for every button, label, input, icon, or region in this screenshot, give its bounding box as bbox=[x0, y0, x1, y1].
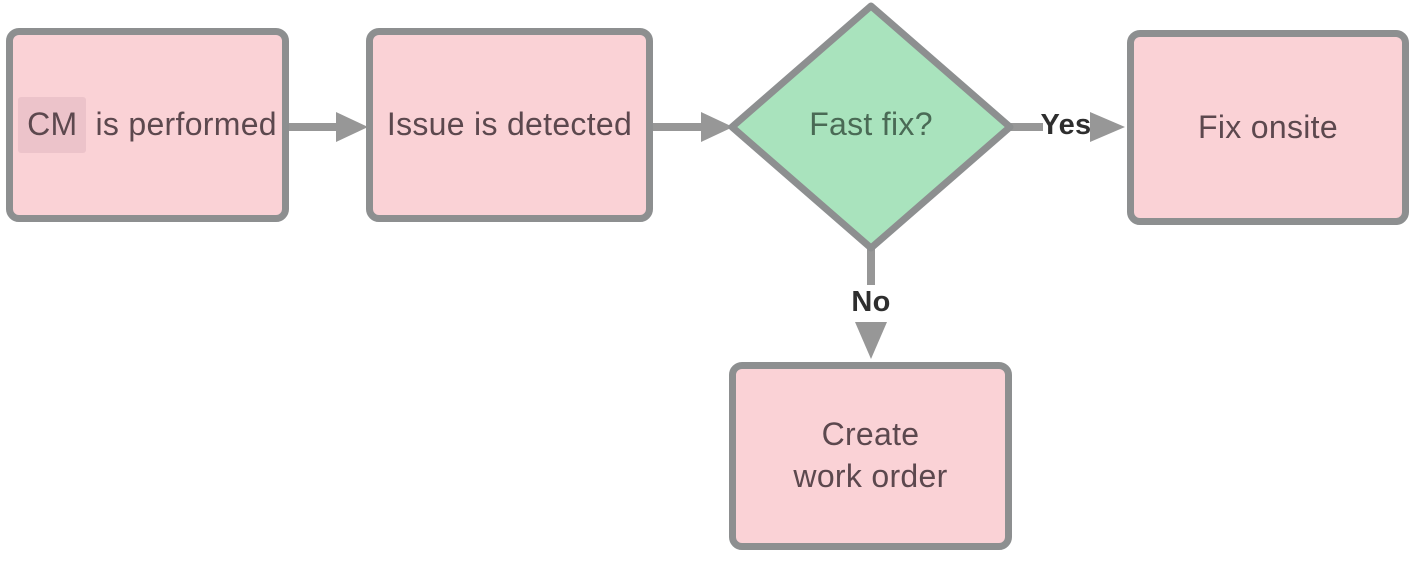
node-fix-onsite: Fix onsite bbox=[1127, 30, 1409, 225]
edge-label-no: No bbox=[851, 286, 891, 318]
node-create-work-order-line1: Create bbox=[821, 416, 920, 453]
decision-fast-fix-label: Fast fix? bbox=[809, 106, 933, 142]
node-cm-is-performed: CM is performed bbox=[6, 28, 289, 222]
node-fix-onsite-label: Fix onsite bbox=[1198, 108, 1338, 145]
edge-label-yes: Yes bbox=[1040, 109, 1092, 141]
cm-label-rest: is performed bbox=[95, 106, 277, 143]
edge-no-arrowhead bbox=[855, 322, 887, 359]
node-issue-is-detected: Issue is detected bbox=[366, 28, 653, 222]
cm-term-highlight: CM bbox=[18, 97, 87, 153]
node-create-work-order-line2: work order bbox=[793, 458, 948, 494]
edge-yes-arrowhead bbox=[1090, 112, 1125, 142]
decision-fast-fix-shape bbox=[728, 2, 1014, 252]
edge-issue-to-fastfix-arrowhead bbox=[701, 112, 733, 142]
node-create-work-order: Create work order bbox=[729, 362, 1012, 550]
node-issue-label: Issue is detected bbox=[386, 106, 633, 143]
node-cm-label: CM is performed bbox=[18, 97, 277, 153]
edge-cm-to-issue-arrowhead bbox=[336, 112, 368, 142]
